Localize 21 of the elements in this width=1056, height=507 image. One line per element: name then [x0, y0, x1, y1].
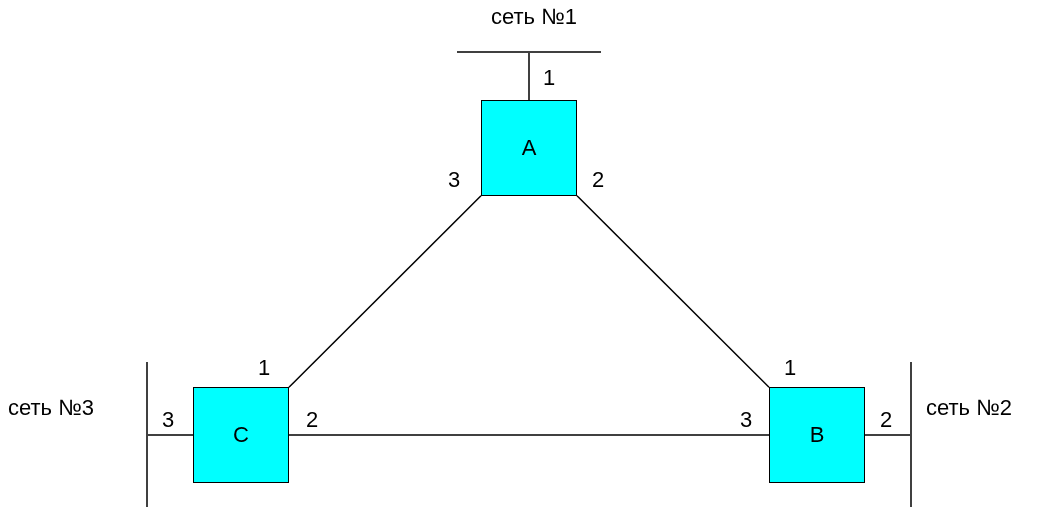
- network-label: сеть №2: [926, 395, 1012, 421]
- port-number: 1: [784, 356, 797, 380]
- port-number: 3: [740, 408, 753, 432]
- port-number: 3: [162, 408, 175, 432]
- port-number: 1: [258, 356, 271, 380]
- connector-line: [147, 434, 194, 436]
- bridge-box: C: [193, 387, 289, 483]
- network-label: сеть №3: [8, 395, 94, 421]
- bridge-box: B: [769, 387, 865, 483]
- connector-line: [864, 434, 911, 436]
- port-number: 3: [448, 168, 461, 192]
- port-number: 2: [592, 168, 605, 192]
- connector-line: [288, 434, 770, 436]
- connector-line: [576, 195, 770, 388]
- connector-line: [288, 195, 482, 388]
- port-number: 1: [543, 66, 556, 90]
- port-number: 2: [880, 408, 893, 432]
- bridge-box: A: [481, 100, 577, 196]
- network-label: сеть №1: [491, 4, 577, 30]
- port-number: 2: [306, 408, 319, 432]
- connector-line: [528, 52, 530, 101]
